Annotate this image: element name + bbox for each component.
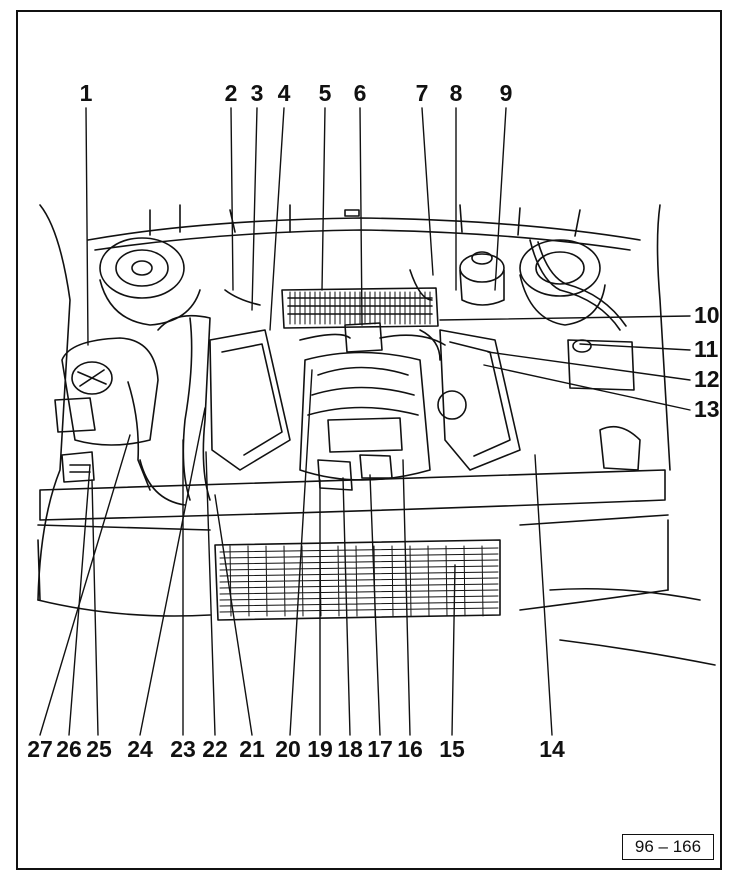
callout-23: 23 bbox=[170, 736, 196, 762]
radiator bbox=[214, 539, 501, 621]
washer-reservoir bbox=[567, 339, 641, 471]
callout-8: 8 bbox=[449, 80, 463, 106]
callout-25: 25 bbox=[86, 736, 112, 762]
air-intake-duct bbox=[139, 314, 211, 506]
callout-24: 24 bbox=[127, 736, 153, 762]
callout-15: 15 bbox=[439, 736, 465, 762]
callout-27: 27 bbox=[27, 736, 53, 762]
right-strut-tower bbox=[519, 239, 606, 326]
callout-22: 22 bbox=[202, 736, 228, 762]
callout-13: 13 bbox=[694, 396, 720, 422]
callout-6: 6 bbox=[353, 80, 367, 106]
callout-26: 26 bbox=[56, 736, 82, 762]
callout-19: 19 bbox=[307, 736, 333, 762]
callout-20: 20 bbox=[275, 736, 301, 762]
intake-manifold bbox=[299, 351, 431, 491]
right-cylinder-head bbox=[437, 329, 521, 471]
leader-lines bbox=[39, 107, 691, 736]
callout-7: 7 bbox=[415, 80, 429, 106]
callout-1: 1 bbox=[79, 80, 93, 106]
callout-14: 14 bbox=[539, 736, 565, 762]
control-unit bbox=[299, 322, 446, 353]
callout-17: 17 bbox=[367, 736, 393, 762]
callout-5: 5 bbox=[318, 80, 332, 106]
callout-4: 4 bbox=[277, 80, 291, 106]
callout-9: 9 bbox=[499, 80, 513, 106]
figure-reference: 96 – 166 bbox=[622, 834, 714, 860]
brake-reservoir bbox=[459, 251, 505, 306]
coolant-reservoir bbox=[61, 337, 159, 491]
air-filter bbox=[281, 287, 439, 329]
callout-12: 12 bbox=[694, 366, 720, 392]
hoses bbox=[224, 239, 627, 361]
callout-11: 11 bbox=[694, 336, 719, 362]
callout-10: 10 bbox=[694, 302, 720, 328]
callout-18: 18 bbox=[337, 736, 363, 762]
left-cylinder-head bbox=[209, 329, 291, 471]
callout-2: 2 bbox=[224, 80, 238, 106]
diagram-frame bbox=[16, 10, 722, 870]
callout-16: 16 bbox=[397, 736, 423, 762]
left-strut-tower bbox=[99, 237, 201, 326]
callout-3: 3 bbox=[250, 80, 264, 106]
left-components bbox=[54, 397, 96, 483]
callout-21: 21 bbox=[239, 736, 265, 762]
